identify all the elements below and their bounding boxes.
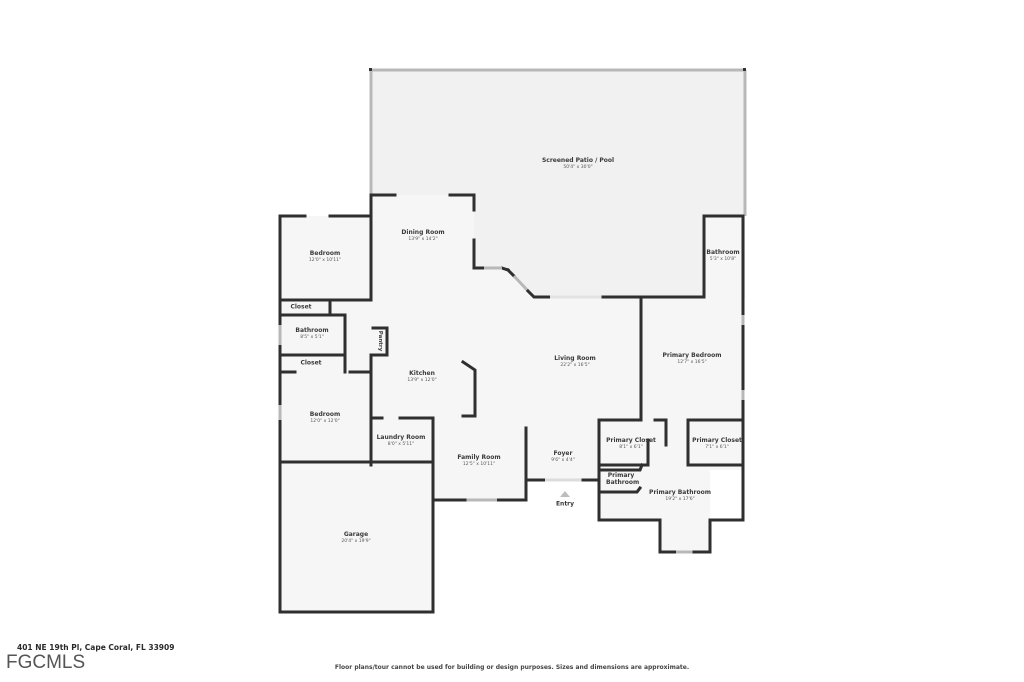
- room-name: Primary Bathroom: [606, 472, 640, 486]
- room-dims: 12'0" x 10'11": [308, 257, 342, 263]
- room-label-foyer: Foyer 9'6" x 4'4": [551, 449, 575, 463]
- room-dims: 12'0" x 12'0": [310, 418, 340, 424]
- room-name: Bathroom: [706, 248, 740, 256]
- room-name: Primary Closet: [606, 436, 656, 444]
- room-name: Closet: [290, 303, 312, 311]
- room-name: Foyer: [553, 449, 573, 457]
- room-label-dining: Dining Room 13'9" x 14'2": [401, 228, 445, 242]
- room-name: Primary Bedroom: [662, 351, 722, 359]
- room-label-garage: Garage 20'4" x 19'9": [341, 530, 371, 544]
- room-label-primary-bedroom: Primary Bedroom 12'7" x 16'5": [662, 351, 722, 365]
- room-dims: 19'2" x 17'6": [665, 496, 695, 502]
- room-name: Garage: [343, 530, 369, 538]
- room-dims: 13'9" x 14'2": [408, 236, 438, 242]
- room-name: Family Room: [457, 453, 501, 461]
- room-dims: 22'2" x 16'5": [560, 362, 590, 368]
- entry-text: Entry: [555, 500, 575, 508]
- mls-logo: FGCMLS: [6, 652, 86, 673]
- room-dims: 9'6" x 4'4": [551, 457, 575, 463]
- room-label-primary-closet-1: Primary Closet 8'1" x 6'1": [606, 436, 656, 450]
- room-dims: 13'9" x 12'0": [407, 377, 437, 383]
- room-dims: 20'4" x 19'9": [341, 538, 371, 544]
- room-label-kitchen: Kitchen 13'9" x 12'0": [407, 369, 437, 383]
- disclaimer-text: Floor plans/tour cannot be used for buil…: [334, 664, 690, 671]
- room-label-living: Living Room 22'2" x 16'5": [554, 354, 596, 368]
- room-name: Dining Room: [401, 228, 445, 236]
- room-label-pantry: Pantry: [373, 330, 387, 352]
- room-name: Closet: [300, 359, 322, 367]
- property-address: 401 NE 19th Pl, Cape Coral, FL 33909: [17, 643, 175, 652]
- room-dims: 12'7" x 16'5": [677, 359, 707, 365]
- room-dims: 8'1" x 6'1": [619, 444, 643, 450]
- room-name: Laundry Room: [376, 433, 426, 441]
- room-name: Living Room: [554, 354, 596, 362]
- room-label-laundry: Laundry Room 8'0" x 5'11": [376, 433, 426, 447]
- room-dims: 12'5" x 10'11": [462, 461, 496, 467]
- room-dims: 50'4" x 30'0": [563, 164, 593, 170]
- room-name: Pantry: [377, 330, 383, 352]
- room-label-bedroom-2: Bedroom 12'0" x 12'0": [309, 410, 341, 424]
- room-label-bathroom-1: Bathroom 8'5" x 5'1": [295, 326, 329, 340]
- room-label-closet-1: Closet: [290, 303, 312, 312]
- room-name: Kitchen: [409, 369, 435, 377]
- room-label-bathroom-pool: Bathroom 5'3" x 10'8": [706, 248, 740, 262]
- room-name: Bedroom: [309, 410, 341, 418]
- room-label-bedroom-1: Bedroom 12'0" x 10'11": [308, 249, 342, 263]
- house-floor: [280, 195, 743, 612]
- room-label-primary-bath: Primary Bathroom 19'2" x 17'6": [649, 488, 711, 502]
- walls: [278, 193, 745, 614]
- room-label-primary-closet-2: Primary Closet 7'1" x 6'1": [692, 436, 742, 450]
- room-label-family: Family Room 12'5" x 10'11": [457, 453, 501, 467]
- entry-arrow-icon: [560, 491, 570, 497]
- room-name: Screened Patio / Pool: [541, 156, 615, 164]
- entry-label: Entry: [555, 500, 575, 509]
- room-dims: 5'3" x 10'8": [709, 256, 737, 262]
- room-dims: 7'1" x 6'1": [705, 444, 729, 450]
- room-name: Primary Closet: [692, 436, 742, 444]
- patio-screen: [369, 68, 747, 216]
- room-name: Bathroom: [295, 326, 329, 334]
- room-dims: 8'5" x 5'1": [300, 334, 324, 340]
- room-dims: 8'0" x 5'11": [387, 441, 415, 447]
- room-name: Primary Bathroom: [649, 488, 711, 496]
- room-label-primary-wc: Primary Bathroom: [606, 472, 640, 487]
- room-label-patio: Screened Patio / Pool 50'4" x 30'0": [541, 156, 615, 170]
- room-name: Bedroom: [309, 249, 341, 257]
- room-label-closet-2: Closet: [300, 359, 322, 368]
